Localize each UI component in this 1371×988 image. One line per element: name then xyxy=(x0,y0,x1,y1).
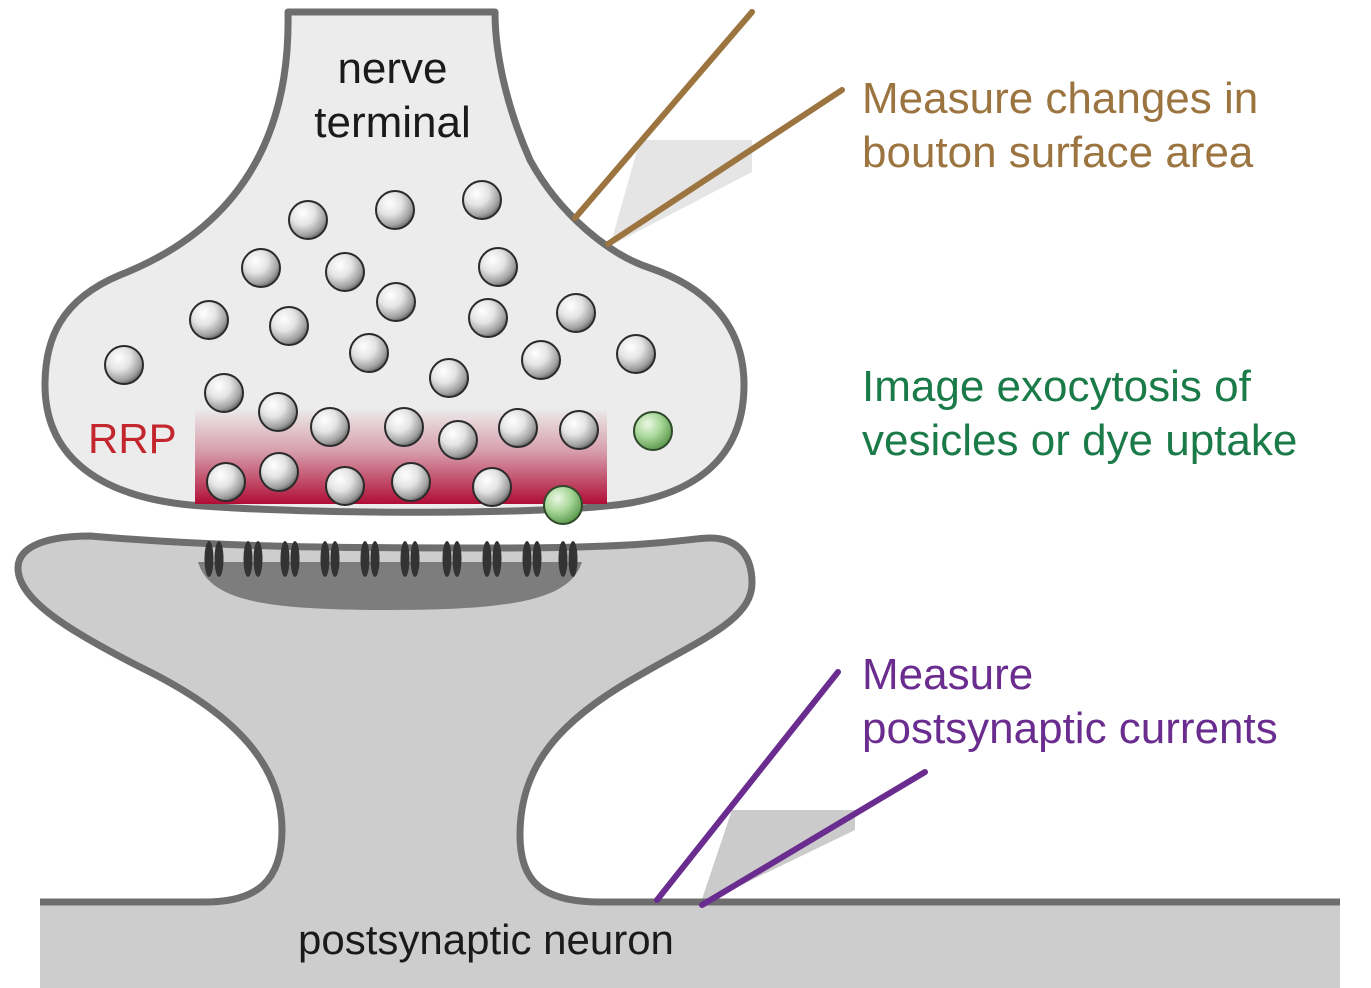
receptor-icon xyxy=(493,541,502,577)
nerve-terminal-label-line2: terminal xyxy=(300,96,485,150)
receptor-icon xyxy=(443,541,452,577)
postsynaptic-neuron-label: postsynaptic neuron xyxy=(298,914,674,965)
receptor-icon xyxy=(281,541,290,577)
receptor-icon xyxy=(401,541,410,577)
vesicle-icon xyxy=(205,374,243,412)
vesicle-icon xyxy=(259,393,297,431)
annotation-exocytosis: Image exocytosis of vesicles or dye upta… xyxy=(862,360,1297,467)
nerve-terminal-label: nerve terminal xyxy=(300,42,485,149)
vesicle-icon xyxy=(326,467,364,505)
annotation-exocytosis-line1: Image exocytosis of xyxy=(862,360,1297,414)
vesicle-icon xyxy=(207,463,245,501)
vesicle-icon xyxy=(499,409,537,447)
annotation-exocytosis-line2: vesicles or dye uptake xyxy=(862,414,1297,468)
vesicle-icon xyxy=(350,334,388,372)
annotation-currents: Measure postsynaptic currents xyxy=(862,648,1278,755)
receptor-icon xyxy=(523,541,532,577)
vesicle-icon xyxy=(560,411,598,449)
vesicle-icon xyxy=(105,346,143,384)
receptor-icon xyxy=(215,541,224,577)
vesicle-icon xyxy=(289,201,327,239)
vesicle-icon xyxy=(190,301,228,339)
nerve-terminal-label-line1: nerve xyxy=(300,42,485,96)
vesicle-icon xyxy=(473,468,511,506)
vesicle-icon xyxy=(326,253,364,291)
receptor-icon xyxy=(533,541,542,577)
receptor-icon xyxy=(321,541,330,577)
annotation-surface-area-line1: Measure changes in xyxy=(862,72,1258,126)
vesicle-icon xyxy=(377,283,415,321)
vesicle-icon xyxy=(479,248,517,286)
vesicle-icon xyxy=(385,408,423,446)
receptor-icon xyxy=(291,541,300,577)
receptor-icon xyxy=(361,541,370,577)
receptor-icon xyxy=(244,541,253,577)
receptor-icon xyxy=(453,541,462,577)
vesicle-icon xyxy=(242,249,280,287)
fused-vesicle-icon xyxy=(544,486,582,524)
receptor-icon xyxy=(483,541,492,577)
receptor-icon xyxy=(569,541,578,577)
vesicle-icon xyxy=(557,294,595,332)
receptor-icon xyxy=(331,541,340,577)
vesicle-icon xyxy=(463,181,501,219)
vesicle-icon xyxy=(439,421,477,459)
vesicle-icon xyxy=(270,307,308,345)
receptor-icon xyxy=(205,541,214,577)
receptor-icon xyxy=(411,541,420,577)
vesicle-icon xyxy=(311,408,349,446)
vesicle-icon xyxy=(392,463,430,501)
vesicle-icon xyxy=(469,299,507,337)
receptor-icon xyxy=(254,541,263,577)
annotation-currents-line1: Measure xyxy=(862,648,1278,702)
annotation-surface-area-line2: bouton surface area xyxy=(862,126,1258,180)
vesicle-icon xyxy=(260,453,298,491)
rrp-label: RRP xyxy=(88,413,177,464)
vesicle-icon xyxy=(376,191,414,229)
receptor-icon xyxy=(559,541,568,577)
fused-vesicle-icon xyxy=(634,412,672,450)
receptor-icon xyxy=(371,541,380,577)
annotation-currents-line2: postsynaptic currents xyxy=(862,702,1278,756)
annotation-surface-area: Measure changes in bouton surface area xyxy=(862,72,1258,179)
vesicle-icon xyxy=(430,359,468,397)
postsynaptic-neuron-body xyxy=(40,902,1340,988)
vesicle-icon xyxy=(522,341,560,379)
vesicle-icon xyxy=(617,335,655,373)
